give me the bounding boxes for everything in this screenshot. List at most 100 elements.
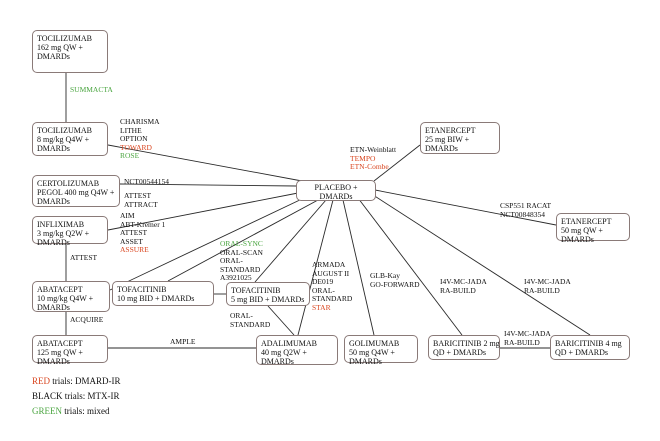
trial-name: ATTEST bbox=[70, 253, 98, 262]
trial-name: LITHE bbox=[120, 125, 142, 135]
node-text-line: 162 mg QW + bbox=[37, 43, 83, 52]
node-text-line: 3 mg/kg Q2W + bbox=[37, 229, 90, 238]
edge-etn25-placebo bbox=[373, 144, 421, 182]
trial-name: I4V-MC-JADA bbox=[504, 329, 551, 338]
node-text-line: CERTOLIZUMAB bbox=[37, 179, 100, 188]
node-text-line: 10 mg/kg Q4W + bbox=[37, 294, 94, 303]
trial-name: A3921025 bbox=[220, 273, 252, 282]
node-text-line: 40 mg Q2W + bbox=[261, 348, 307, 357]
legend-red-key: RED bbox=[32, 376, 50, 386]
node-placebo: PLACEBO +DMARDs bbox=[296, 180, 376, 201]
legend-red-text: trials: DMARD-IR bbox=[50, 376, 121, 386]
legend-red: RED trials: DMARD-IR bbox=[32, 376, 121, 386]
trial-name: ETN-Weinblatt bbox=[350, 145, 397, 154]
node-text-line: 50 mg QW + bbox=[561, 226, 603, 235]
node-text-line: BARICITINIB 2 mg bbox=[433, 339, 500, 348]
trial-name: ASSET bbox=[120, 236, 143, 246]
trial-name: ACQUIRE bbox=[70, 315, 104, 324]
trial-name: GO-FORWARD bbox=[370, 279, 420, 289]
node-text-line: DMARDs bbox=[37, 197, 70, 206]
node-text-line: DMARDs bbox=[37, 238, 70, 247]
trial-name: TOWARD bbox=[120, 142, 152, 152]
node-text-line: DMARDs bbox=[349, 357, 382, 366]
edge-bari2-placebo bbox=[357, 197, 463, 336]
legend-black: BLACK trials: MTX-IR bbox=[32, 391, 120, 401]
trial-name: OPTION bbox=[120, 134, 148, 143]
trial-name: ROSE bbox=[120, 151, 140, 160]
trial-name: ORAL- bbox=[220, 256, 243, 265]
edge-adali-placebo bbox=[297, 199, 334, 336]
trial-name: I4V-MC-JADA bbox=[440, 277, 487, 286]
trial-name: RA-BUILD bbox=[504, 337, 540, 347]
trial-name: ASSURE bbox=[120, 245, 149, 254]
trial-name: TEMPO bbox=[350, 153, 376, 163]
node-text-line: DMARDs bbox=[37, 144, 70, 153]
node-text-line: ABATACEPT bbox=[37, 285, 83, 294]
node-text-line: PEGOL 400 mg Q4W + bbox=[37, 188, 115, 197]
edge-toci8-placebo bbox=[107, 144, 303, 182]
edge-tofa10-placebo bbox=[167, 199, 319, 282]
label-oral-standard: ORAL-STANDARD bbox=[230, 311, 271, 329]
label-summacta: SUMMACTA bbox=[70, 85, 113, 95]
trial-name: ATTEST bbox=[124, 191, 152, 200]
trial-name: AIM bbox=[120, 211, 135, 220]
node-text-line: DMARDs bbox=[37, 357, 70, 366]
node-text-line: DMARDs bbox=[425, 144, 458, 153]
edge-etn50-placebo bbox=[374, 189, 557, 226]
node-text-line: 25 mg BIW + bbox=[425, 135, 470, 144]
trial-name: STANDARD bbox=[220, 264, 261, 274]
legend-green: GREEN trials: mixed bbox=[32, 406, 110, 416]
node-text-line: TOCILIZUMAB bbox=[37, 34, 92, 43]
trial-name: ORAL- bbox=[312, 285, 335, 295]
legend-green-text: trials: mixed bbox=[62, 406, 110, 416]
trial-name: ETN-Combe bbox=[350, 162, 389, 171]
node-text-line: ETANERCEPT bbox=[561, 217, 612, 226]
edge-bari4-placebo bbox=[369, 192, 591, 336]
legend-black-text: trials: MTX-IR bbox=[62, 391, 120, 401]
node-text-line: 8 mg/kg Q4W + bbox=[37, 135, 90, 144]
trial-name: DE019 bbox=[312, 277, 334, 286]
node-text-line: QD + DMARDs bbox=[433, 348, 486, 357]
node-text-line: TOCILIZUMAB bbox=[37, 126, 92, 135]
node-text-line: 10 mg BID + DMARDs bbox=[117, 294, 195, 303]
node-text-line: DMARDs bbox=[37, 52, 70, 61]
edge-tofa5-placebo bbox=[254, 199, 327, 283]
trial-name: STANDARD bbox=[230, 319, 271, 329]
node-text-line: DMARDs bbox=[561, 235, 594, 244]
trial-name: ATTEST bbox=[120, 228, 148, 237]
trial-name: STANDARD bbox=[312, 294, 353, 303]
legend-black-key: BLACK bbox=[32, 391, 63, 401]
label-attest-inflix-abata: ATTEST bbox=[70, 253, 98, 263]
trial-name: I4V-MC-JADA bbox=[524, 277, 571, 286]
trial-name: GLB-Kay bbox=[370, 271, 400, 280]
node-text-line: GOLIMUMAB bbox=[349, 339, 400, 348]
trial-name: ORAL-SCAN bbox=[220, 247, 263, 257]
trial-name: AUGUST II bbox=[312, 268, 350, 278]
trial-name: ATTRACT bbox=[124, 199, 158, 209]
node-text-line: TOFACITINIB bbox=[231, 286, 281, 295]
trial-name: ORAL-SYNC bbox=[220, 239, 263, 248]
